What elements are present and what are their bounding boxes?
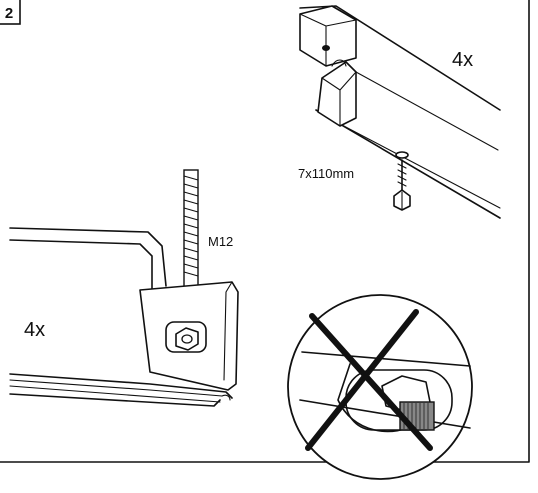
rail-top (299, 5, 501, 111)
rail-flange (9, 227, 167, 287)
incorrect-detail-circle (287, 294, 473, 480)
step-number: 2 (5, 5, 13, 22)
lower-bracket (317, 61, 357, 127)
rail-edge (339, 123, 501, 209)
bolt-size-label: M12 (208, 234, 233, 249)
wood-screw (393, 151, 411, 211)
quantity-label-top: 4x (452, 49, 473, 71)
quantity-label-left: 4x (24, 319, 45, 341)
rail-screw-illustration: 7x110mm 4x (298, 5, 501, 219)
cross-icon (305, 309, 433, 451)
threaded-rod-illustration: M12 4x (9, 169, 239, 407)
diagram-frame (0, 0, 530, 463)
upper-bracket (299, 5, 357, 67)
step-number-box: 2 (0, 0, 21, 25)
bolt-head (165, 321, 207, 353)
bottom-channel (9, 373, 233, 399)
screw-size-label: 7x110mm (298, 166, 354, 181)
threaded-rod (183, 169, 199, 289)
